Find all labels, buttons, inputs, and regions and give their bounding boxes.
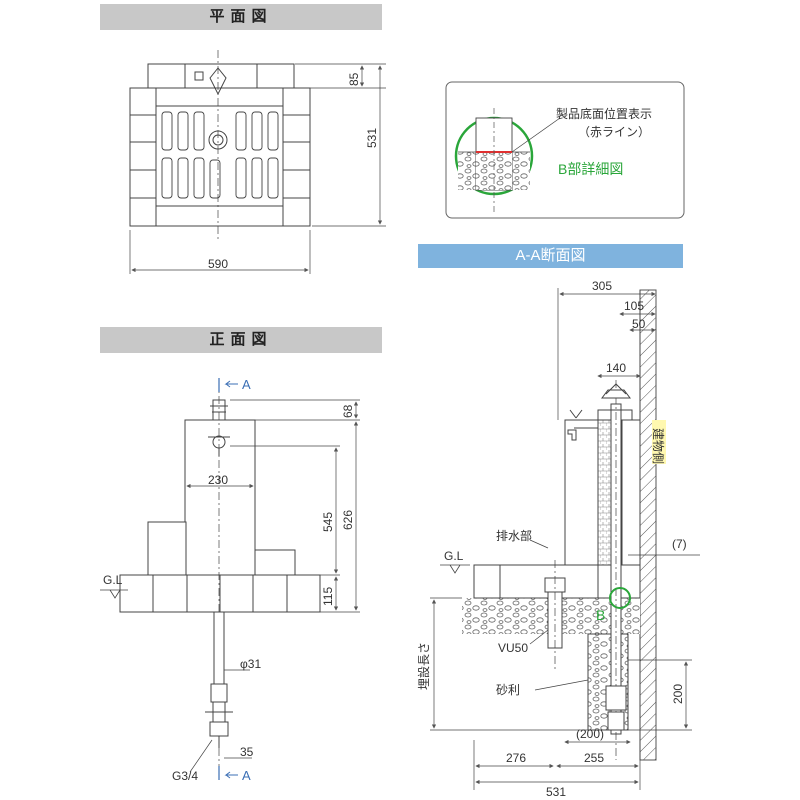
detail-note-line2: （赤ライン） <box>578 125 650 139</box>
section-dim-7: (7) <box>672 537 687 551</box>
section-view <box>430 288 700 790</box>
plan-top-dim: 85 <box>347 72 361 86</box>
section-dim-276: 276 <box>506 751 526 765</box>
plan-depth-dim: 531 <box>365 128 379 148</box>
section-mark-top: A <box>242 377 251 392</box>
front-dim-230: 230 <box>208 473 228 487</box>
section-dim-255: 255 <box>584 751 604 765</box>
building-side-highlight <box>652 420 666 464</box>
plan-view <box>129 50 386 274</box>
section-dim-140: 140 <box>606 361 626 375</box>
detail-b-box <box>445 81 685 219</box>
front-view <box>100 380 360 780</box>
section-drain-label: 排水部 <box>496 528 532 543</box>
plan-width-dim: 590 <box>208 257 228 271</box>
front-view-header: 正面図 <box>100 327 382 353</box>
section-view-header: A-A断面図 <box>418 244 683 268</box>
detail-note-line1: 製品底面位置表示 <box>556 106 652 121</box>
section-pipe-label: VU50 <box>498 641 528 655</box>
section-mark-bottom: A <box>242 768 251 783</box>
front-dim-35: 35 <box>240 745 254 759</box>
front-gl-label: G.L <box>103 573 123 587</box>
section-dim-200-paren: (200) <box>576 727 604 741</box>
section-dim-50: 50 <box>632 317 646 331</box>
section-mark-b: B <box>596 607 605 623</box>
detail-title: B部詳細図 <box>558 161 623 177</box>
section-dim-305: 305 <box>592 279 612 293</box>
front-dim-68: 68 <box>341 404 355 418</box>
section-gravel-label: 砂利 <box>496 683 520 697</box>
front-thread-label: G3/4 <box>172 769 198 783</box>
section-cut-marker-bottom <box>218 766 238 780</box>
section-dim-105: 105 <box>624 299 644 313</box>
section-dim-200: 200 <box>671 684 685 704</box>
section-gl-label: G.L <box>444 549 464 563</box>
section-burial-length: 埋設長さ <box>416 642 431 690</box>
front-dim-115: 115 <box>321 587 335 606</box>
section-cut-marker-top <box>218 378 238 392</box>
front-pipe-dia: φ31 <box>240 657 261 671</box>
section-dim-531: 531 <box>546 785 566 799</box>
front-dim-626: 626 <box>341 510 355 530</box>
front-dim-545: 545 <box>321 512 335 532</box>
section-building-side: 建物側 <box>651 428 665 464</box>
plan-view-header: 平面図 <box>100 4 382 30</box>
